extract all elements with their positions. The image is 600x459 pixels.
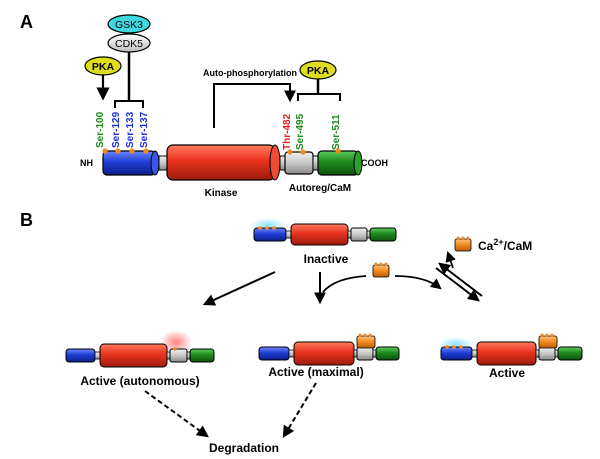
auto-phosphorylation-arrow: [213, 83, 296, 128]
arrow-maximal-to-degradation: [282, 382, 317, 439]
site-ser137: Ser-137: [139, 111, 150, 148]
degradation-label: Degradation: [209, 441, 279, 455]
c-terminal-domain: [317, 150, 359, 176]
protein-active-maximal: [258, 333, 400, 366]
arrow-inactive-to-autonomous: [202, 271, 276, 306]
cam-binding-curve-left: [322, 275, 367, 293]
ca-cam-label: Ca2+/CaM: [478, 237, 532, 253]
arrow-cam-release: [445, 250, 456, 269]
kinase-domain: [166, 144, 276, 181]
pka-right-label: PKA: [307, 65, 330, 77]
phospho-dots-a: [102, 148, 341, 155]
cam-icon: [454, 236, 472, 252]
active-label: Active: [489, 366, 525, 380]
auto-phosphorylation-label: Auto-phosphorylation: [203, 68, 297, 78]
cooh-terminus-label: COOH: [361, 158, 388, 168]
arrow-active-to-inactive: [438, 262, 483, 297]
n-terminal-domain: [102, 150, 156, 176]
gsk3-oval: [107, 14, 151, 34]
cam-binding-curve-right: [394, 275, 442, 290]
nh-terminus-label: NH: [80, 158, 93, 168]
cam-icon-center: [372, 262, 390, 278]
active-maximal-label: Active (maximal): [268, 365, 363, 379]
site-ser511: Ser-511: [331, 114, 342, 150]
arrow-inactive-to-active: [435, 267, 480, 302]
site-ser495: Ser-495: [295, 113, 306, 150]
panel-b-label: B: [20, 210, 33, 230]
autoreg-cam-label: Autoreg/CaM: [289, 183, 351, 194]
inactive-label: Inactive: [304, 252, 349, 266]
arrow-autonomous-to-degradation: [144, 390, 209, 438]
site-ser129: Ser-129: [111, 111, 122, 148]
site-ser133: Ser-133: [125, 111, 136, 148]
autoregulatory-domain: [284, 151, 314, 175]
gsk3-label: GSK3: [115, 19, 143, 31]
protein-domains-a: [102, 144, 363, 181]
panel-a-label: A: [20, 12, 33, 32]
protein-inactive: [250, 218, 397, 246]
active-autonomous-label: Active (autonomous): [80, 374, 199, 388]
linker-1: [158, 155, 168, 171]
protein-active-autonomous: [65, 330, 215, 368]
cdk5-label: CDK5: [115, 38, 143, 50]
gsk3-cdk5-bracket: [114, 100, 144, 108]
kinase-label: Kinase: [205, 188, 238, 199]
pka-left-label: PKA: [92, 61, 115, 73]
site-thr482: Thr-482: [282, 113, 293, 150]
site-ser100: Ser-100: [95, 111, 106, 148]
pka-right-bracket: [297, 93, 341, 101]
protein-active: [438, 333, 583, 366]
